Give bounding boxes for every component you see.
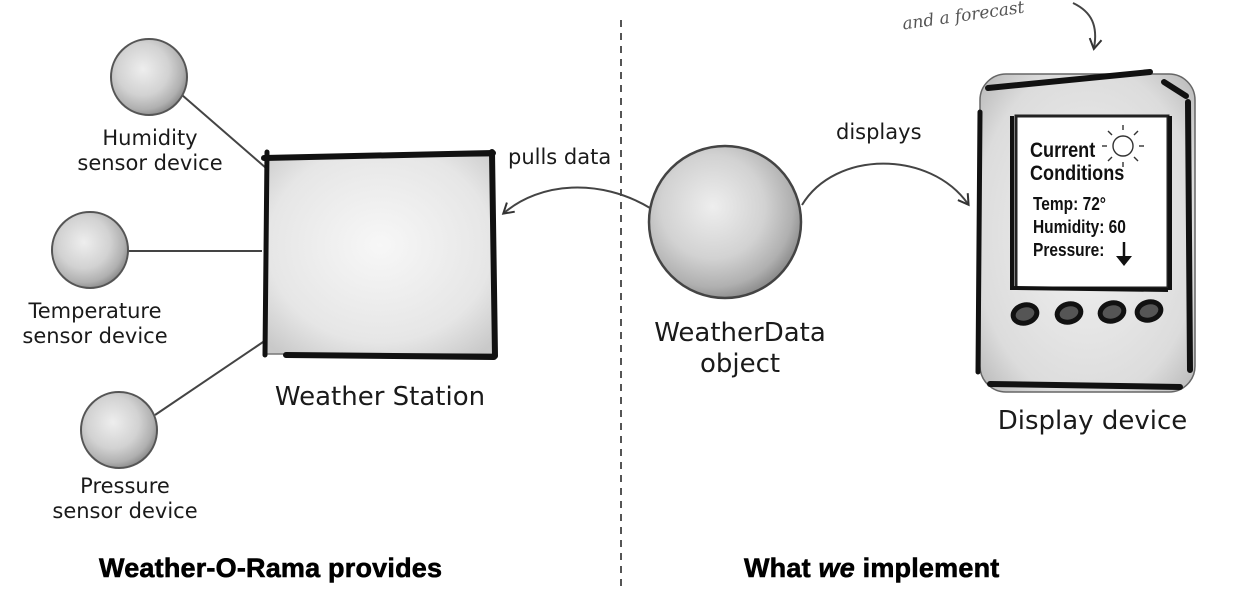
screen-title: Current Conditions <box>1030 139 1124 185</box>
screen-title-line2: Conditions <box>1030 162 1125 185</box>
humidity-sensor-line <box>181 94 267 169</box>
temperature-sensor <box>51 211 129 289</box>
temperature-sensor-label-line2: sensor device <box>22 324 168 349</box>
pressure-sensor-line <box>154 339 267 416</box>
forecast-arrow <box>1072 2 1103 51</box>
screen-pressure: Pressure: <box>1033 240 1105 260</box>
pulls-data-label: pulls data <box>508 145 612 169</box>
weather-station-box <box>261 149 498 360</box>
sun-icon <box>1102 125 1144 167</box>
displays-label: displays <box>836 120 922 144</box>
weatherdata-object-label: WeatherData object <box>630 318 850 380</box>
pulls-data-arrow <box>501 186 651 215</box>
display-device-label: Display device <box>997 406 1188 436</box>
footer-right-prefix: What <box>744 553 819 584</box>
pressure-sensor-label: Pressure sensor device <box>35 474 215 524</box>
footer-right-heading: What we implement <box>744 553 1000 584</box>
displays-arrow <box>801 162 970 207</box>
humidity-sensor-label: Humidity sensor device <box>60 126 240 176</box>
device-button-1[interactable] <box>1010 302 1040 326</box>
humidity-sensor <box>110 38 188 116</box>
screen-temp: Temp: 72° <box>1033 194 1107 214</box>
weather-station-label: Weather Station <box>274 382 486 412</box>
humidity-sensor-label-line2: sensor device <box>77 151 223 176</box>
weatherdata-object <box>647 144 803 300</box>
pressure-down-arrow-icon <box>1116 242 1132 266</box>
device-button-2[interactable] <box>1054 301 1084 325</box>
temperature-sensor-label: Temperature sensor device <box>5 299 185 349</box>
footer-left-heading: Weather-O-Rama provides <box>99 553 443 584</box>
pressure-sensor-label-line2: sensor device <box>52 499 198 524</box>
footer-right-suffix: implement <box>854 553 1000 584</box>
device-button-3[interactable] <box>1097 300 1127 324</box>
pressure-sensor-label-line1: Pressure <box>80 474 170 498</box>
screen-humidity: Humidity: 60 <box>1033 217 1126 237</box>
pressure-sensor <box>80 391 158 469</box>
weatherdata-label-line2: object <box>699 349 781 380</box>
humidity-sensor-label-line1: Humidity <box>102 126 198 150</box>
device-button-4[interactable] <box>1134 299 1164 323</box>
screen-title-line1: Current <box>1030 139 1096 162</box>
temperature-sensor-label-line1: Temperature <box>28 299 162 323</box>
footer-right-emphasis: we <box>818 553 855 584</box>
weatherdata-label-line1: WeatherData <box>654 318 826 348</box>
display-device <box>975 69 1196 393</box>
